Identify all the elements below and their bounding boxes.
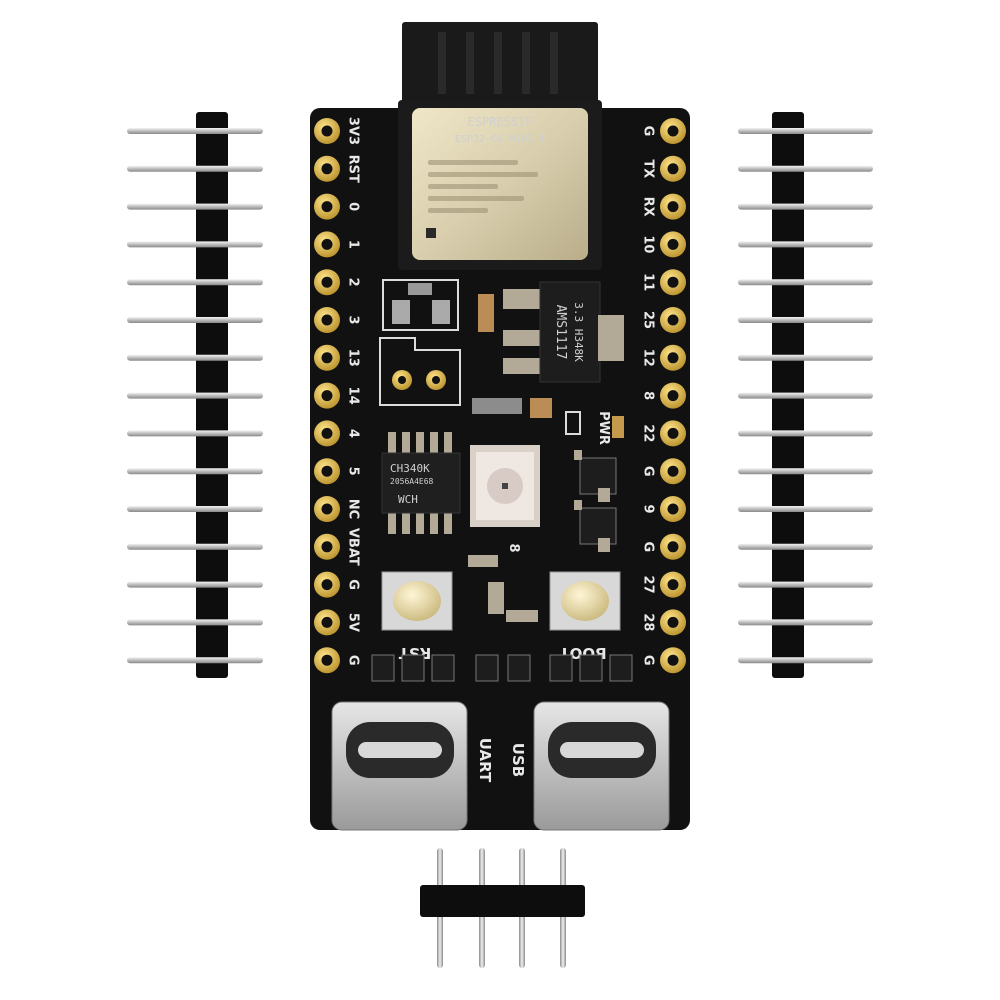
wifi-module: ESPRESSIF ESP32-C6-MINI-1 (398, 22, 602, 270)
pin-label: 27 (641, 576, 656, 594)
usb-serial-chip: CH340K 2056A4E68 WCH (381, 432, 461, 534)
uart-usb-c-port[interactable]: UART (331, 701, 494, 831)
pin-label: 28 (641, 613, 656, 631)
header-pin (127, 128, 263, 134)
pin-label: 5V (346, 613, 361, 632)
pin-label: RST (346, 155, 361, 183)
header-pin (127, 354, 263, 361)
header-pin (127, 543, 263, 550)
voltage-regulator: AMS1117 3.3 H348K (503, 281, 624, 383)
pin-label: G (641, 466, 656, 477)
pin-label: 10 (641, 235, 656, 253)
header-pin (738, 317, 873, 323)
dev-board: ESPRESSIF ESP32-C6-MINI-1 AMS1117 3.3 H3… (310, 22, 690, 831)
pin-label: 14 (346, 387, 361, 405)
esd-diodes (371, 654, 633, 682)
pwr-label: PWR (596, 411, 611, 445)
pin-label: 9 (641, 504, 656, 513)
pin-label: 1 (346, 240, 361, 249)
header-pin (127, 241, 263, 248)
header-pin (738, 657, 873, 664)
header-pin (738, 279, 873, 286)
header-pin (738, 165, 873, 172)
header-pin (127, 657, 263, 664)
pin-label: TX (641, 159, 656, 178)
header-pin (738, 506, 873, 512)
pin-label: 4 (346, 429, 361, 438)
pin-label: 5 (346, 467, 361, 476)
header-pin (738, 543, 873, 550)
pin-label: 2 (346, 278, 361, 287)
header-pin (127, 317, 263, 323)
led-pin-label: 8 (506, 543, 521, 552)
left-pin-header (127, 112, 263, 678)
pin-label: G (641, 541, 656, 552)
module-model: ESP32-C6-MINI-1 (455, 134, 545, 145)
header-pin (127, 203, 263, 210)
header-pin (127, 468, 263, 475)
ch340-logo: WCH (398, 493, 418, 506)
pin-label: 8 (641, 391, 656, 400)
pin-label: RX (641, 197, 656, 217)
header-pin (127, 619, 263, 626)
ch340-line2: 2056A4E68 (390, 477, 434, 486)
pin-label: G (641, 126, 656, 137)
pin-label: VBAT (346, 528, 361, 566)
regulator-line1: AMS1117 (553, 305, 568, 360)
regulator-chip (539, 281, 601, 383)
pin-label: G (346, 579, 361, 590)
header-pin (738, 354, 873, 361)
pin-label: 25 (641, 311, 656, 329)
pin-label: 3V3 (346, 117, 361, 145)
pin-label: 11 (641, 273, 656, 291)
pin-label: 13 (346, 349, 361, 367)
pin-label: 12 (641, 349, 656, 367)
header-pin (738, 468, 873, 475)
pin-label: 3 (346, 315, 361, 324)
bottom-header-plastic (420, 885, 585, 917)
rst-button[interactable]: RST (381, 571, 453, 662)
module-brand: ESPRESSIF (467, 115, 532, 129)
header-pin (127, 392, 263, 399)
pin-label: 22 (641, 424, 656, 442)
right-pin-header (738, 112, 873, 678)
header-pin (738, 619, 873, 626)
header-pin (127, 430, 263, 437)
header-pin (127, 506, 263, 512)
header-pin (127, 165, 263, 172)
header-pin (127, 581, 263, 588)
module-shield (412, 108, 588, 260)
transistor-outline (379, 279, 552, 418)
header-pin (738, 392, 873, 399)
ch340-package (381, 452, 461, 514)
pin-label: G (641, 655, 656, 666)
pin-label: G (346, 655, 361, 666)
pin-label: NC (346, 499, 361, 519)
header-pin (738, 430, 873, 437)
rgb-led: 8 (470, 445, 540, 553)
bottom-pin-header (420, 848, 585, 968)
usb-usb-c-port[interactable]: USB (509, 701, 670, 831)
ch340-line1: CH340K (390, 462, 430, 475)
header-pin (738, 128, 873, 134)
pin-label: 0 (346, 202, 361, 211)
header-pin (738, 203, 873, 210)
header-pin (738, 581, 873, 588)
power-led: PWR (565, 411, 624, 445)
regulator-line2: 3.3 H348K (572, 302, 585, 362)
usb-label: USB (509, 743, 527, 777)
header-pin (738, 241, 873, 248)
uart-label: UART (476, 738, 494, 783)
header-pin (127, 279, 263, 286)
